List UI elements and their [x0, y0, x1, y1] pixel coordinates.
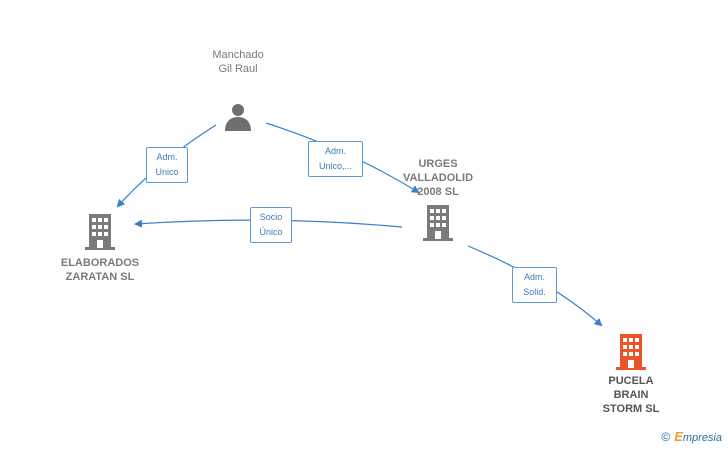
building-icon [616, 334, 646, 370]
node-elaborados-zaratan[interactable]: ELABORADOS ZARATAN SL [52, 214, 148, 284]
edge-label-adm-unico-multi[interactable]: Adm. Unico,... [308, 141, 363, 177]
person-icon [225, 104, 251, 131]
node-pucela-brain-storm[interactable]: PUCELA BRAIN STORM SL [588, 334, 674, 416]
company-name-pucela: PUCELA BRAIN STORM SL [602, 375, 660, 415]
edge-label-adm-solid[interactable]: Adm. Solid. [512, 267, 557, 303]
edge-label-adm-unico[interactable]: Adm. Unico [146, 147, 188, 183]
copyright-icon: © [661, 430, 671, 444]
building-icon [423, 205, 453, 241]
node-urges-valladolid[interactable]: URGES VALLADOLID 2008 SL [392, 157, 484, 241]
empresia-watermark: ©Empresia [661, 429, 722, 444]
node-person[interactable]: Manchado Gil Raul [188, 48, 288, 132]
person-name: Manchado Gil Raul [212, 49, 264, 75]
brand-name: mpresia [682, 432, 722, 444]
company-name-urges: URGES VALLADOLID 2008 SL [402, 158, 474, 198]
edge-label-socio-unico[interactable]: Socio Único [250, 207, 292, 243]
building-icon [85, 214, 115, 250]
company-name-elaborados: ELABORADOS ZARATAN SL [60, 257, 140, 283]
brand-initial: E [674, 429, 683, 444]
